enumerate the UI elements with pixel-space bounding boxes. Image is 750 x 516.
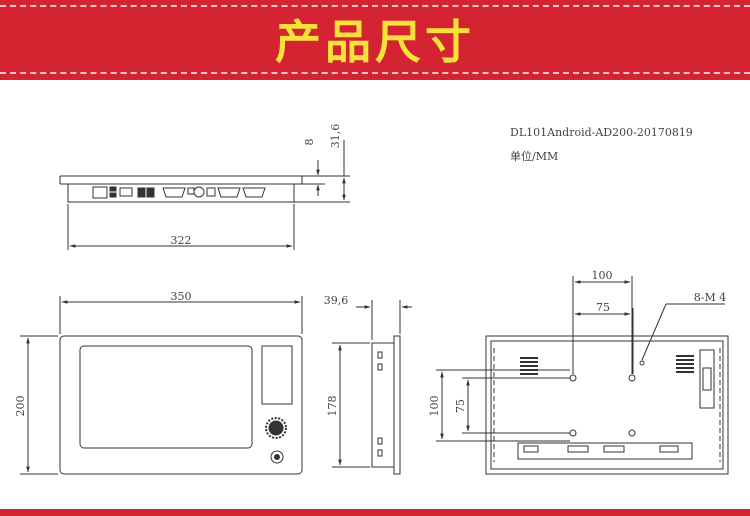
mount-hole-icon [628, 429, 636, 437]
mount-hole-icon [569, 429, 577, 437]
bottom-view [59, 175, 303, 203]
dim-hole-spacing-h-outer: 100 [592, 269, 613, 282]
front-panel-window [261, 345, 293, 405]
side-view [371, 335, 401, 475]
dim-side-height: 178 [326, 396, 339, 417]
dim-side-bottom-width: 322 [171, 234, 192, 247]
port-serial-icon [242, 187, 266, 198]
banner-stitch-top [0, 5, 750, 7]
port-serial-icon [162, 187, 186, 198]
dim-side-height-total: 31,6 [329, 124, 342, 149]
port-usb-icon [109, 186, 117, 192]
vent-icon [676, 355, 694, 373]
display-screen [79, 345, 253, 449]
dim-depth: 39,6 [324, 294, 349, 307]
banner-stitch-bottom [0, 72, 750, 74]
speaker-icon [265, 417, 287, 439]
port-serial-icon [217, 187, 241, 198]
back-view [485, 335, 729, 475]
screw-hole-icon [639, 360, 645, 366]
front-view [59, 335, 303, 475]
model-code: DL101Android-AD200-20170819 [510, 126, 693, 139]
vent-icon [520, 357, 538, 375]
footer-strip [0, 509, 750, 516]
dim-front-height: 200 [14, 396, 27, 417]
unit-note: 单位/MM [510, 149, 558, 163]
dim-hole-spacing-h-inner: 75 [596, 301, 610, 314]
port-usb-icon [119, 187, 133, 197]
dim-hole-spacing-v-inner: 75 [454, 399, 467, 413]
mount-hole-icon [628, 374, 636, 382]
port-lan-icon [92, 186, 108, 199]
dim-front-width: 350 [171, 290, 192, 303]
power-button-icon [270, 450, 284, 464]
screw-note: 8-M 4 [694, 291, 726, 304]
header-banner: 产品尺寸 [0, 0, 750, 80]
page-title: 产品尺寸 [275, 15, 475, 69]
port-power-icon [193, 186, 205, 198]
mount-hole-icon [569, 374, 577, 382]
dim-side-height-small: 8 [303, 139, 316, 146]
dim-hole-spacing-v-outer: 100 [428, 396, 441, 417]
